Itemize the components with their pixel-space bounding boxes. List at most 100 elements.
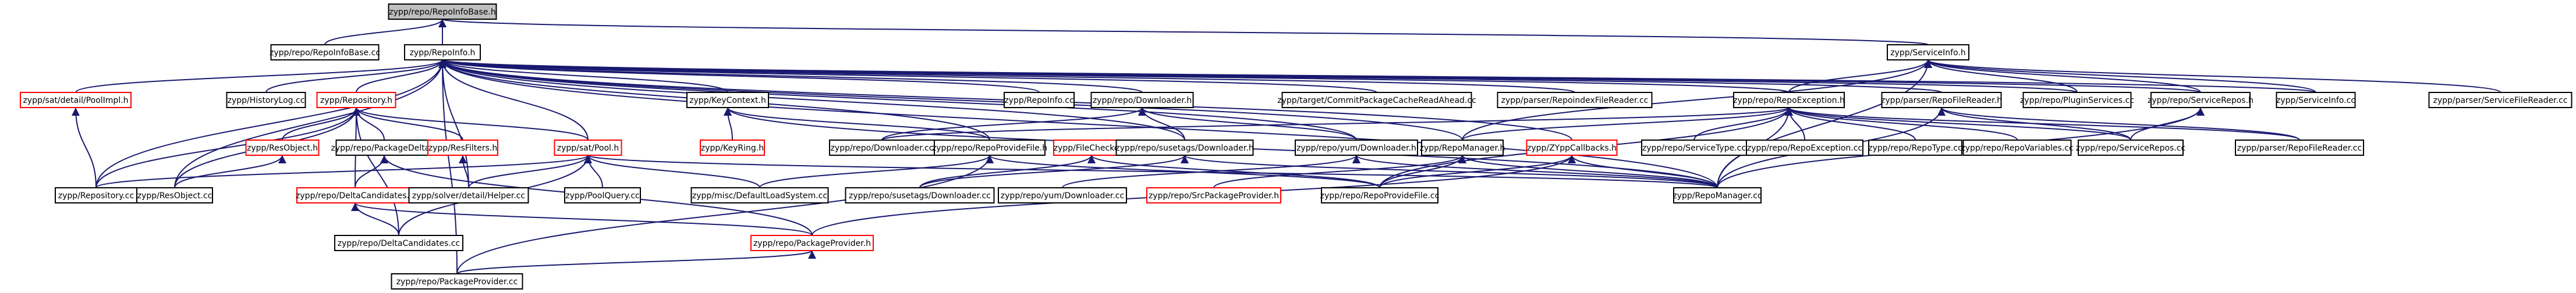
node-box: [1146, 187, 1281, 203]
edge-zypp-repo-susetags-downloader-cc-to-zypp-filechecker-h: [919, 155, 1096, 188]
edge-zypp-repo-packageprovider-h-to-zypp-repo-deltacandidates-h: [351, 202, 813, 236]
edge-zypp-repo-downloader-h-to-zypp-repoinfo-h: [438, 59, 1143, 93]
node-zypp-repo-yum-downloader-h[interactable]: zypp/repo/yum/Downloader.h: [1295, 140, 1418, 156]
edge-zypp-repo-yum-downloader-h-to-zypp-repo-downloader-h: [1138, 107, 1357, 141]
node-zypp-repo-repoexception-cc[interactable]: zypp/repo/RepoException.cc: [1746, 140, 1863, 156]
node-box: [1733, 92, 1845, 108]
edge-zypp-parser-servicefilereader-cc-to-zypp-serviceinfo-h: [1924, 59, 2501, 93]
node-zypp-repo-repotype-cc[interactable]: zypp/repo/RepoType.cc: [1868, 140, 1962, 156]
edge-zypp-repository-cc-to-zypp-sat-pool-h: [95, 155, 592, 188]
node-zypp-repo-servicerepos-cc[interactable]: zypp/repo/ServiceRepos.cc: [2076, 140, 2185, 156]
edge-zypp-repo-susetags-downloader-h-to-zypp-repoinfo-h: [438, 59, 1185, 141]
node-label: zypp/repo/susetags/Downloader.cc: [849, 191, 991, 201]
node-zypp-repo-deltacandidates-cc[interactable]: zypp/repo/DeltaCandidates.cc: [334, 235, 463, 251]
node-box: [750, 235, 874, 251]
node-zypp-repo-servicerepos-h[interactable]: zypp/repo/ServiceRepos.h: [2148, 92, 2253, 108]
node-zypp-repoinfo-h[interactable]: zypp/RepoInfo.h: [404, 44, 481, 60]
node-zypp-parser-repofilereader-h[interactable]: zypp/parser/RepoFileReader.h: [1881, 92, 2002, 108]
edge-zypp-resobject-cc-to-zypp-repoinfo-h: [174, 59, 447, 188]
node-zypp-repomanager-h[interactable]: zypp/RepoManager.h: [1420, 140, 1505, 156]
node-box: [245, 140, 320, 156]
edge-zypp-repo-deltacandidates-h-to-zypp-repo-packagedelta-h: [355, 155, 388, 188]
node-label: zypp/PoolQuery.cc: [565, 191, 639, 201]
node-label: zypp/HistoryLog.cc: [228, 96, 305, 105]
node-zypp-resobject-cc[interactable]: zypp/ResObject.cc: [136, 187, 213, 203]
node-zypp-historylog-cc[interactable]: zypp/HistoryLog.cc: [226, 92, 306, 108]
node-zypp-resfilters-h[interactable]: zypp/ResFilters.h: [427, 140, 498, 156]
node-zypp-repo-downloader-h[interactable]: zypp/repo/Downloader.h: [1090, 92, 1194, 108]
node-box: [700, 140, 765, 156]
edge-zypp-repo-repoprovidefile-cc-to-zypp-filechecker-h: [1087, 155, 1380, 188]
edge-zypp-solver-detail-helper-cc-to-zypp-resfilters-h: [459, 155, 469, 188]
edge-zypp-repo-repotype-cc-to-zypp-repo-repoexception-h: [1785, 107, 1916, 141]
edge-zypp-resobject-cc-to-zypp-resobject-h: [174, 155, 286, 188]
node-zypp-keyring-h[interactable]: zypp/KeyRing.h: [700, 140, 765, 156]
node-label: zypp/repo/yum/Downloader.h: [1296, 144, 1416, 153]
node-box: [1887, 44, 1969, 60]
node-box: [404, 44, 481, 60]
node-zypp-parser-repofilereader-cc[interactable]: zypp/parser/RepoFileReader.cc: [2235, 140, 2364, 156]
node-label: zypp/parser/ServiceFileReader.cc: [2433, 96, 2568, 105]
edge-zypp-resobject-h-to-zypp-repository-h: [282, 107, 360, 141]
node-zypp-keycontext-h[interactable]: zypp/KeyContext.h: [686, 92, 769, 108]
node-zypp-solver-detail-helper-cc[interactable]: zypp/solver/detail/Helper.cc: [408, 187, 529, 203]
node-label: zypp/repo/RepoProvideFile.cc: [1320, 191, 1440, 201]
edge-zypp-repo-susetags-downloader-cc-to-zypp-repo-susetags-downloader-h: [919, 155, 1189, 188]
node-zypp-repo-repoinfobase-cc[interactable]: zypp/repo/RepoInfoBase.cc: [270, 44, 380, 60]
node-zypp-repository-cc[interactable]: zypp/Repository.cc: [55, 187, 137, 203]
node-label: zypp/repo/RepoInfoBase.cc: [270, 48, 380, 58]
edge-zypp-repo-pluginservices-cc-to-zypp-serviceinfo-h: [1924, 59, 2078, 93]
node-zypp-repo-pluginservices-cc[interactable]: zypp/repo/PluginServices.cc: [2020, 92, 2134, 108]
node-label: zypp/sat/detail/PoolImpl.h: [23, 96, 128, 105]
node-label: zypp/ZYppCallbacks.h: [1527, 144, 1617, 153]
edge-zypp-sat-pool-h-to-zypp-repoinfo-h: [438, 59, 589, 141]
edge-zypp-repo-packageprovider-cc-to-zypp-repo-packageprovider-h: [456, 250, 816, 274]
node-zypp-repository-h[interactable]: zypp/Repository.h: [316, 92, 396, 108]
node-zypp-serviceinfo-cc[interactable]: zypp/ServiceInfo.cc: [2276, 92, 2356, 108]
node-label: zypp/repo/ServiceType.cc: [1642, 144, 1746, 153]
node-zypp-zyppcallbacks-h[interactable]: zypp/ZYppCallbacks.h: [1526, 140, 1618, 156]
edge-zypp-repository-cc-to-zypp-repository-h: [95, 107, 360, 188]
node-zypp-misc-defaultloadsystem-cc[interactable]: zypp/misc/DefaultLoadSystem.cc: [690, 187, 829, 203]
node-zypp-serviceinfo-h[interactable]: zypp/ServiceInfo.h: [1887, 44, 1969, 60]
node-box: [427, 140, 498, 156]
node-box: [1004, 92, 1075, 108]
edge-zypp-repo-repoexception-h-to-zypp-serviceinfo-h: [1788, 59, 1932, 93]
node-label: zypp/RepoManager.h: [1420, 144, 1505, 153]
node-zypp-repo-susetags-downloader-h[interactable]: zypp/repo/susetags/Downloader.h: [1115, 140, 1254, 156]
node-zypp-repo-packageprovider-h[interactable]: zypp/repo/PackageProvider.h: [750, 235, 874, 251]
node-zypp-repo-yum-downloader-cc[interactable]: zypp/repo/yum/Downloader.cc: [998, 187, 1127, 203]
node-label: zypp/repo/Downloader.cc: [831, 144, 934, 153]
edge-zypp-repo-repoprovidefile-h-to-zypp-keycontext-h: [724, 107, 990, 141]
nodes-layer: zypp/repo/RepoInfoBase.hzypp/repo/RepoIn…: [20, 3, 2573, 290]
node-zypp-poolquery-cc[interactable]: zypp/PoolQuery.cc: [564, 187, 641, 203]
node-zypp-repo-servicetype-cc[interactable]: zypp/repo/ServiceType.cc: [1641, 140, 1747, 156]
node-zypp-repomanager-cc[interactable]: zypp/RepoManager.cc: [1673, 187, 1762, 203]
node-box: [1497, 92, 1653, 108]
node-zypp-repo-repoprovidefile-h[interactable]: zypp/repo/RepoProvideFile.h: [932, 140, 1047, 156]
edge-zypp-repo-repoprovidefile-cc-to-zypp-repo-repoprovidefile-h: [986, 155, 1380, 188]
node-zypp-resobject-h[interactable]: zypp/ResObject.h: [245, 140, 320, 156]
edge-zypp-repo-downloader-cc-to-zypp-repo-repoexception-h: [881, 107, 1793, 141]
node-zypp-sat-pool-h[interactable]: zypp/sat/Pool.h: [554, 140, 622, 156]
node-zypp-repoinfo-cc[interactable]: zypp/RepoInfo.cc: [1004, 92, 1075, 108]
node-zypp-parser-repoindexfilereader-cc[interactable]: zypp/parser/RepoindexFileReader.cc: [1497, 92, 1653, 108]
node-zypp-target-commitpackagecachereadahead-cc[interactable]: zypp/target/CommitPackageCacheReadAhead.…: [1277, 92, 1476, 108]
node-zypp-repo-deltacandidates-h[interactable]: zypp/repo/DeltaCandidates.h: [296, 187, 414, 203]
node-zypp-sat-detail-poolimpl-h[interactable]: zypp/sat/detail/PoolImpl.h: [20, 92, 132, 108]
node-zypp-repo-downloader-cc[interactable]: zypp/repo/Downloader.cc: [829, 140, 935, 156]
node-zypp-repo-repovariables-cc[interactable]: zypp/repo/RepoVariables.cc: [1961, 140, 2074, 156]
node-zypp-repo-repoexception-h[interactable]: zypp/repo/RepoException.h: [1733, 92, 1845, 108]
node-zypp-parser-servicefilereader-cc[interactable]: zypp/parser/ServiceFileReader.cc: [2428, 92, 2573, 108]
node-box: [845, 187, 995, 203]
edge-zypp-repo-packageprovider-cc-to-zypp-repo-repoprovidefile-h: [456, 155, 994, 274]
node-zypp-repo-repoprovidefile-cc[interactable]: zypp/repo/RepoProvideFile.cc: [1320, 187, 1440, 203]
node-zypp-repo-packagedelta-h[interactable]: zypp/repo/PackageDelta.h: [331, 140, 438, 156]
node-box: [686, 92, 769, 108]
node-zypp-repo-srcpackageprovider-h[interactable]: zypp/repo/SrcPackageProvider.h: [1146, 187, 1281, 203]
node-zypp-repo-packageprovider-cc[interactable]: zypp/repo/PackageProvider.cc: [391, 273, 523, 290]
node-zypp-repo-susetags-downloader-cc[interactable]: zypp/repo/susetags/Downloader.cc: [845, 187, 995, 203]
edge-zypp-keyring-h-to-zypp-keycontext-h: [724, 107, 733, 141]
node-box: [296, 187, 414, 203]
node-label: zypp/ResObject.h: [247, 144, 318, 153]
